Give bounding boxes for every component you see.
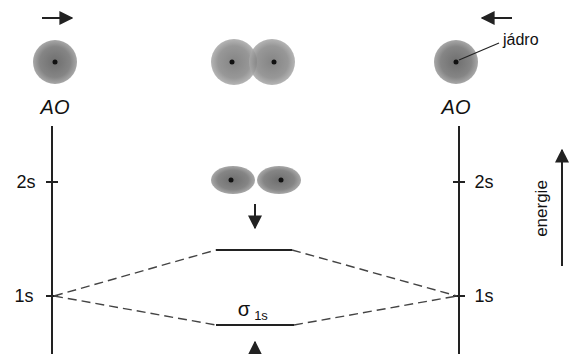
correlation-line xyxy=(294,296,457,325)
antibonding-lobe xyxy=(257,166,301,194)
orbital-symbol: σ xyxy=(238,299,250,319)
level-label: 2s xyxy=(474,173,493,191)
correlation-line xyxy=(54,250,216,296)
energy-axis xyxy=(51,126,53,354)
correlation-line xyxy=(54,296,216,325)
nucleus-dot xyxy=(279,178,284,183)
approach-arrow xyxy=(42,17,72,19)
bonding-level xyxy=(216,324,294,326)
orbital-subscript: 1s xyxy=(254,309,268,322)
orbital-label: AO xyxy=(442,97,471,117)
nucleus-dot xyxy=(230,60,235,65)
pointer-arrow xyxy=(254,204,256,228)
leader-line xyxy=(459,43,499,60)
atom-orbital xyxy=(249,39,295,85)
nucleus-dot xyxy=(454,60,459,65)
axis-label: energie xyxy=(533,180,550,237)
atom-orbital xyxy=(33,40,77,84)
nucleus-dot xyxy=(53,60,58,65)
energy-arrow xyxy=(561,150,563,266)
approach-arrow xyxy=(482,17,512,19)
antibonding-level xyxy=(216,249,292,251)
atom-orbital xyxy=(434,40,478,84)
correlation-line xyxy=(292,250,457,296)
nucleus-dot xyxy=(229,178,234,183)
level-label: 2s xyxy=(16,173,35,191)
energy-axis xyxy=(458,126,460,354)
pointer-arrow xyxy=(254,342,256,354)
level-tick xyxy=(46,181,58,183)
level-tick xyxy=(453,181,465,183)
level-label: 1s xyxy=(14,287,33,305)
level-label: 1s xyxy=(474,287,493,305)
part-label: jádro xyxy=(503,32,539,48)
nucleus-dot xyxy=(272,60,277,65)
antibonding-lobe xyxy=(211,166,255,194)
orbital-label: AO xyxy=(41,97,70,117)
